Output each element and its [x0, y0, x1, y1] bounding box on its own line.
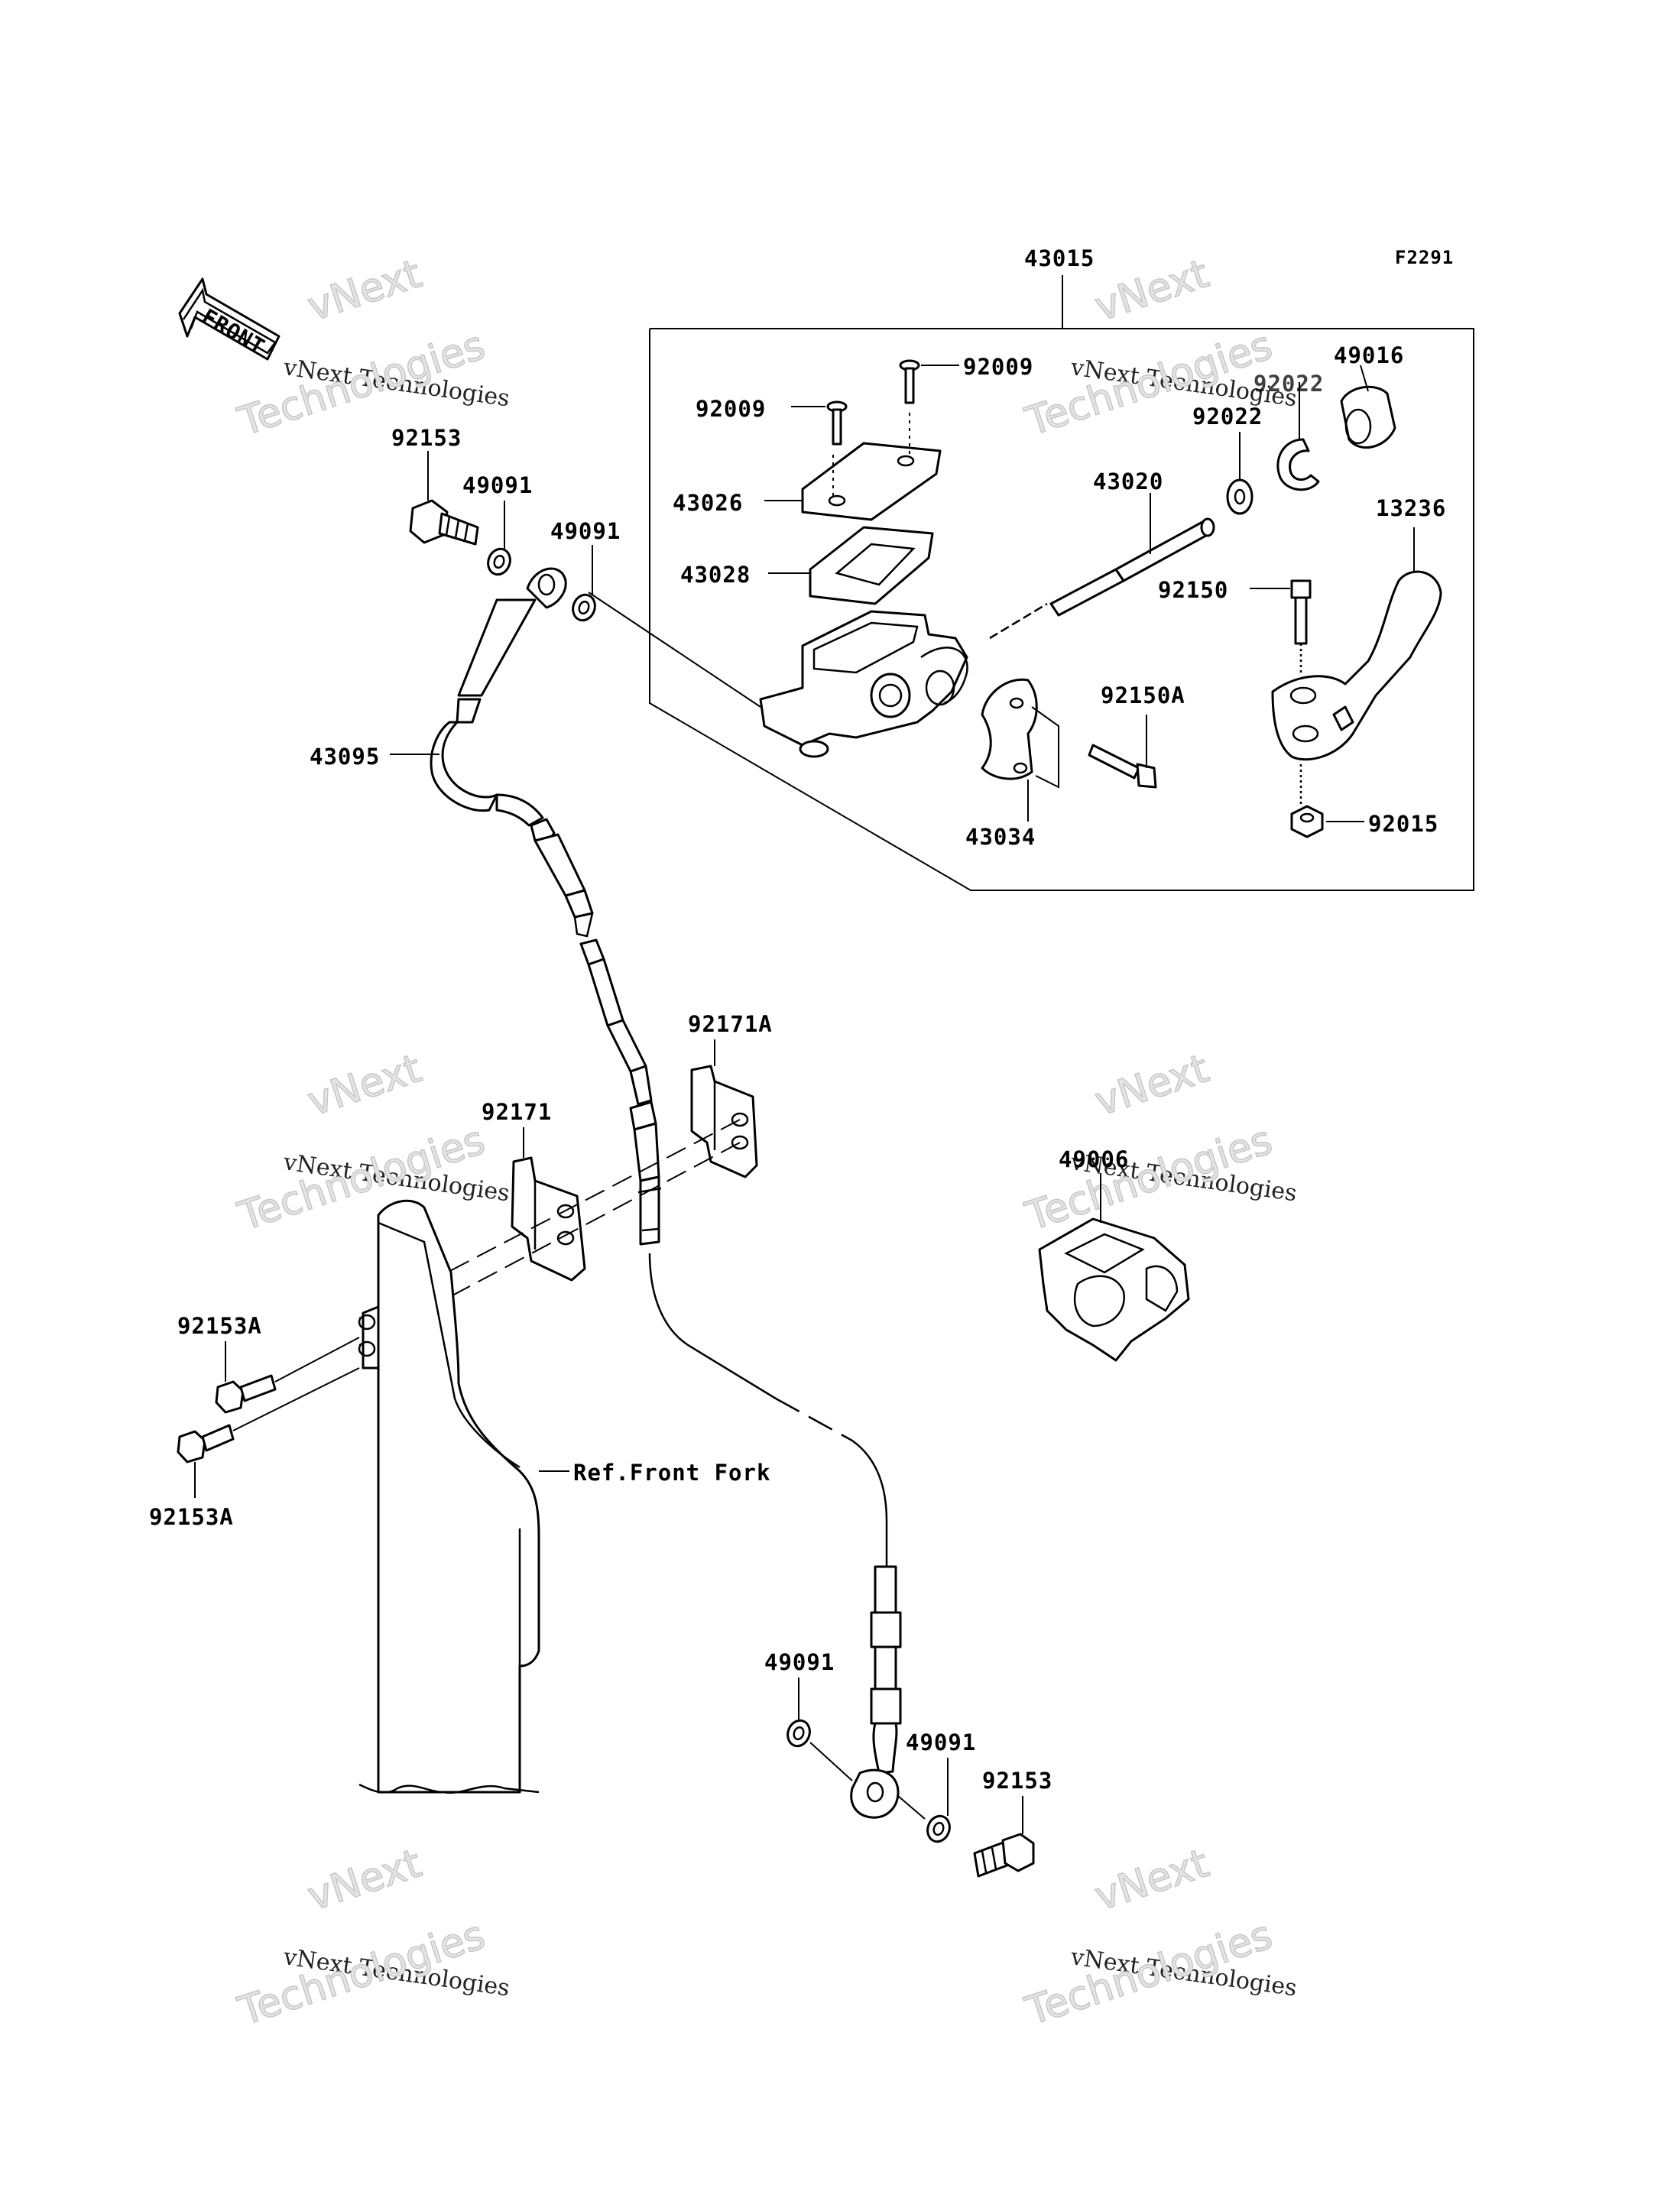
- svg-text:vNext: vNext: [302, 1840, 426, 1920]
- label-92022: 92022: [1192, 404, 1263, 430]
- piston-kit: [989, 493, 1215, 640]
- banjo-fitting-lower: [809, 1742, 926, 1820]
- screw-92009-lower: [791, 400, 848, 446]
- clamp-92171A: [690, 1039, 758, 1178]
- master-cylinder-body: [588, 592, 968, 758]
- lever-boot-49016: [1340, 365, 1396, 449]
- label-ref-front-fork: Ref.Front Fork: [573, 1460, 770, 1486]
- label-92153-bottom: 92153: [982, 1768, 1052, 1794]
- brake-hose-lower: [648, 1253, 902, 1775]
- svg-text:vNext: vNext: [1089, 1840, 1214, 1920]
- label-49016: 49016: [1334, 342, 1404, 368]
- label-92171: 92171: [482, 1099, 552, 1125]
- handlebar-clamp: [981, 678, 1059, 822]
- label-43026: 43026: [673, 490, 743, 516]
- reservoir-cap: [764, 413, 942, 521]
- watermark-4: vNext vNext Technologies Technologies: [1020, 1045, 1299, 1241]
- screw-92009-upper: [899, 359, 959, 404]
- watermark-5: vNext vNext Technologies Technologies: [232, 1840, 511, 2036]
- svg-text:vNext: vNext: [302, 251, 426, 330]
- washer-92022: [1226, 432, 1254, 515]
- label-49091-bottom-right: 49091: [906, 1729, 976, 1755]
- label-43020: 43020: [1093, 468, 1163, 494]
- label-92009-upper: 92009: [963, 354, 1033, 380]
- label-49091-top-right: 49091: [550, 518, 621, 544]
- diaphragm: [768, 526, 934, 605]
- nut-92015: [1290, 764, 1364, 838]
- svg-text:vNext: vNext: [302, 1045, 426, 1125]
- label-92015: 92015: [1368, 811, 1438, 837]
- label-49006: 49006: [1059, 1146, 1129, 1172]
- watermark-6: vNext vNext Technologies Technologies: [1020, 1840, 1299, 2036]
- bolt-92153A-upper: [215, 1337, 360, 1414]
- label-92150A: 92150A: [1101, 682, 1185, 708]
- label-92153A-lower: 92153A: [149, 1504, 234, 1530]
- mounting-guide-lines: [358, 1119, 741, 1346]
- watermark-1: vNext vNext Technologies Technologies: [232, 251, 511, 446]
- bolt-92150: [1250, 579, 1312, 673]
- label-92153-top: 92153: [391, 425, 462, 451]
- figure-code: F2291: [1395, 247, 1454, 268]
- gasket-top-right: [572, 545, 596, 622]
- bolt-92150A: [1088, 715, 1157, 789]
- label-92009-lower: 92009: [696, 396, 766, 422]
- label-49091-bottom-left: 49091: [764, 1649, 835, 1675]
- svg-text:vNext: vNext: [1089, 1045, 1214, 1125]
- label-43015: 43015: [1024, 245, 1095, 271]
- brake-lever: [1271, 527, 1442, 761]
- assembly-outline: [649, 275, 1474, 891]
- front-fork: [358, 1199, 569, 1794]
- label-43095: 43095: [310, 744, 380, 770]
- banjo-bolt-top: [409, 451, 479, 546]
- gasket-bottom-left: [786, 1677, 811, 1748]
- gasket-bottom-right: [926, 1758, 951, 1843]
- svg-text:vNext: vNext: [1089, 251, 1214, 330]
- label-43034: 43034: [965, 824, 1036, 850]
- label-92022-upper: 92022: [1254, 371, 1324, 397]
- label-13236: 13236: [1376, 495, 1446, 521]
- watermark-3: vNext vNext Technologies Technologies: [232, 1045, 511, 1241]
- bolt-92153A-lower: [177, 1367, 360, 1498]
- label-92153A-upper: 92153A: [177, 1313, 262, 1339]
- guard-49006: [1038, 1173, 1190, 1362]
- label-92171A: 92171A: [688, 1011, 773, 1037]
- label-92150: 92150: [1158, 577, 1228, 603]
- circlip-92022: [1276, 382, 1320, 491]
- front-arrow-icon: FRONT: [178, 277, 281, 361]
- gasket-top-left: [487, 501, 511, 576]
- banjo-bolt-bottom: [973, 1796, 1035, 1878]
- brake-hose: [390, 567, 662, 1246]
- label-43028: 43028: [680, 562, 751, 588]
- label-49091-top-left: 49091: [462, 472, 533, 498]
